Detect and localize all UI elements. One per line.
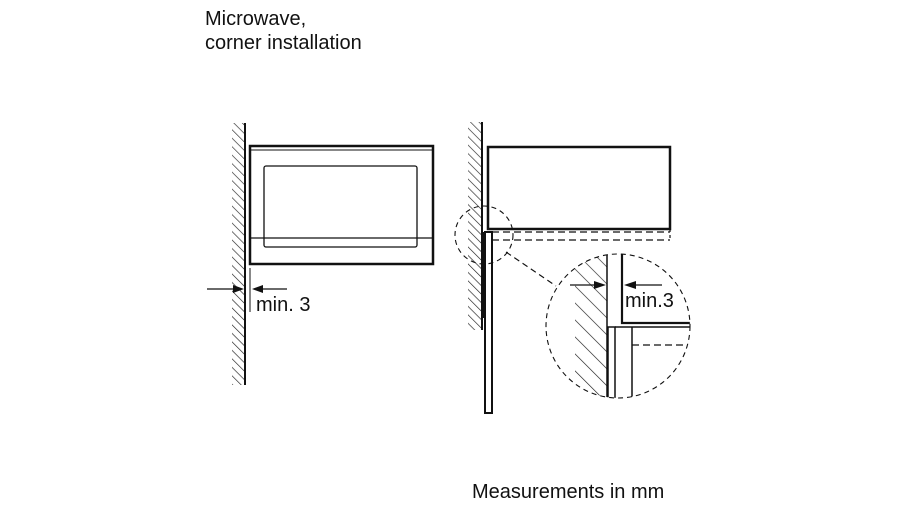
cabinet-panel <box>484 231 493 414</box>
dimension-label: min. 3 <box>256 294 310 316</box>
wall-hatching <box>468 122 482 330</box>
detail-marker <box>454 205 514 265</box>
side-view: min.3 <box>454 122 691 414</box>
detail-magnifier: min.3 <box>545 253 691 399</box>
units-note: Measurements in mm <box>472 481 665 503</box>
diagram-title-line1: Microwave, <box>205 8 307 30</box>
front-view: min. 3 <box>207 123 435 385</box>
microwave-front <box>248 144 435 266</box>
arrow-right-icon <box>207 285 244 293</box>
wall-hatching <box>232 123 245 385</box>
detail-dimension-label: min.3 <box>625 290 674 312</box>
microwave-window <box>263 165 418 248</box>
diagram-title-line2: corner installation <box>205 32 362 54</box>
arrow-right-icon <box>570 281 606 289</box>
arrow-left-icon <box>252 285 287 293</box>
microwave-side <box>486 145 672 231</box>
arrow-left-icon <box>624 281 662 289</box>
